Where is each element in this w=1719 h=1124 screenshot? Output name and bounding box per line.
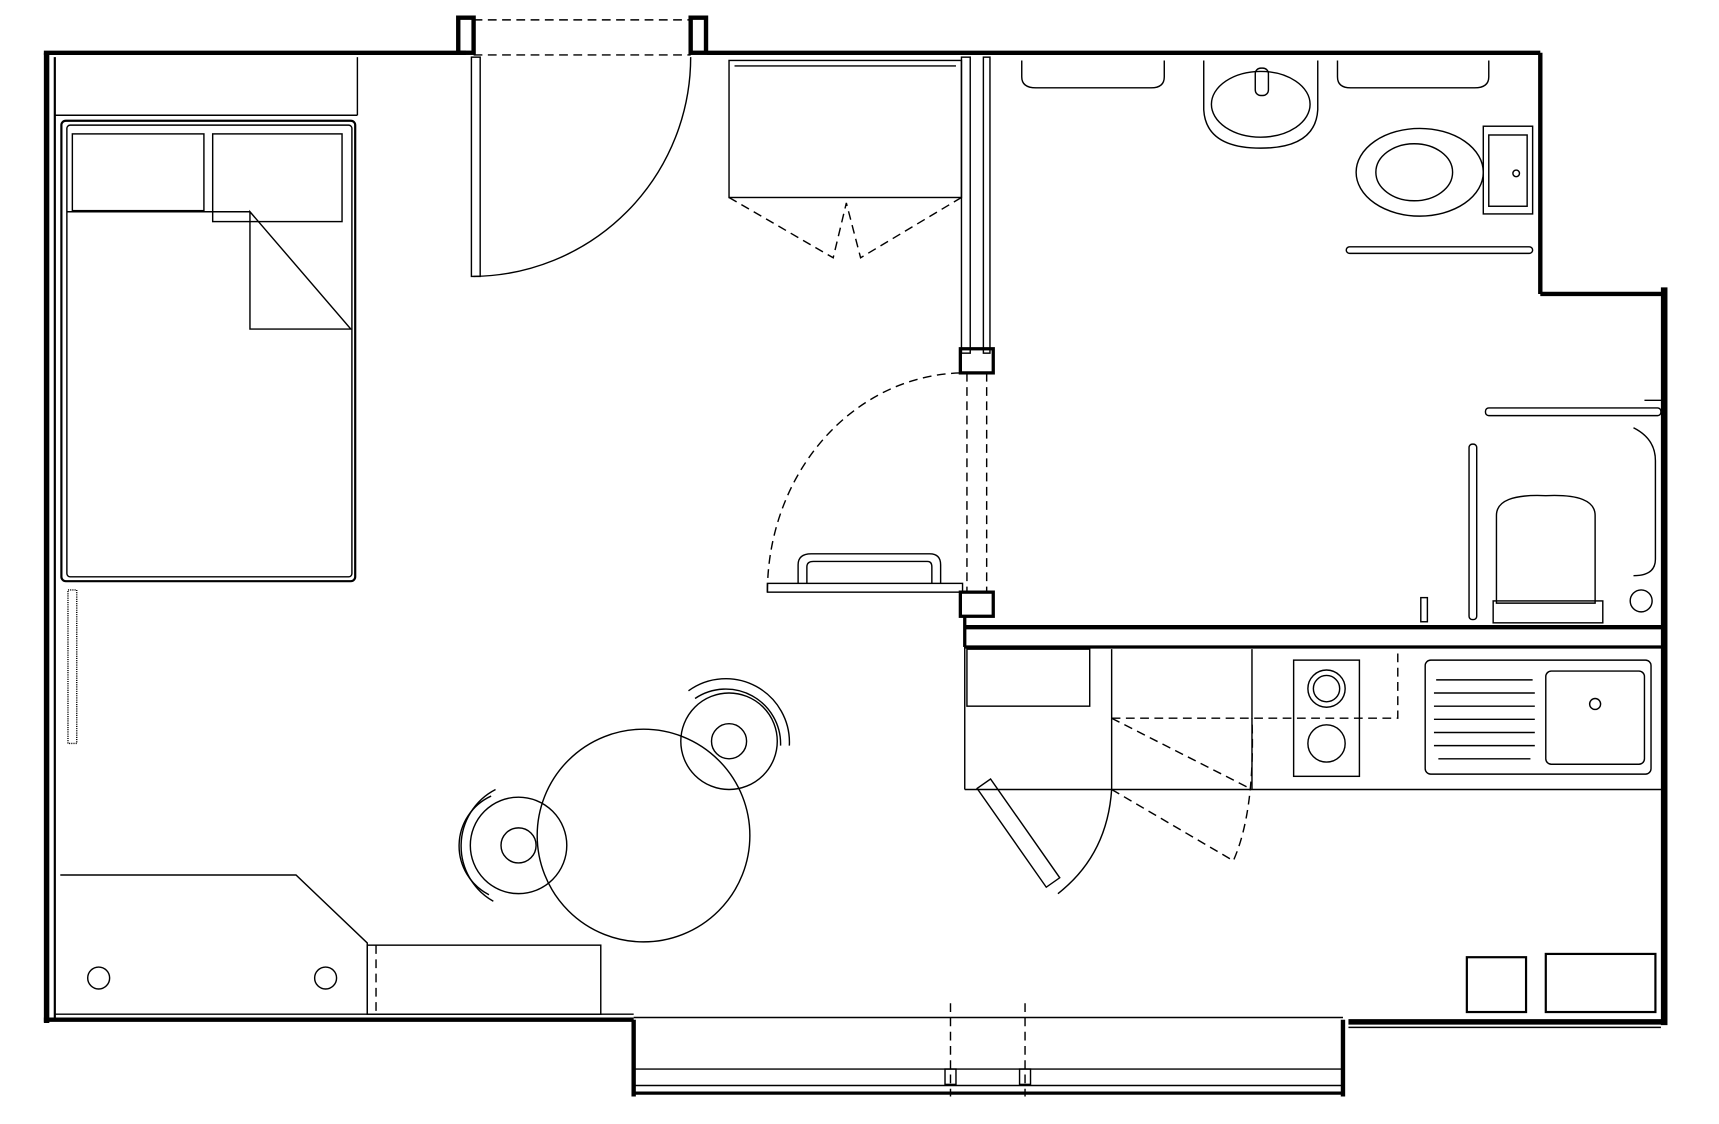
bathroom-door xyxy=(766,372,965,593)
desk xyxy=(60,874,602,1015)
kitchenette xyxy=(964,646,1665,1014)
grab-rail xyxy=(1345,246,1534,255)
kitchen-sink xyxy=(1424,659,1652,775)
outer-walls xyxy=(43,50,1668,1029)
chair xyxy=(680,677,791,791)
entrance-door xyxy=(456,15,709,278)
round-table xyxy=(536,728,751,943)
sink xyxy=(1203,60,1319,149)
bathroom-walls xyxy=(958,56,1665,649)
radiator xyxy=(67,589,78,745)
toilet xyxy=(1355,125,1534,217)
double-bed xyxy=(54,57,359,583)
hob xyxy=(1292,659,1361,778)
chair xyxy=(458,788,568,902)
dining-set xyxy=(458,677,791,943)
bathroom-fixtures xyxy=(1021,60,1665,624)
shower-seat xyxy=(1492,494,1604,624)
window xyxy=(631,1003,1346,1097)
wardrobe xyxy=(728,59,963,259)
